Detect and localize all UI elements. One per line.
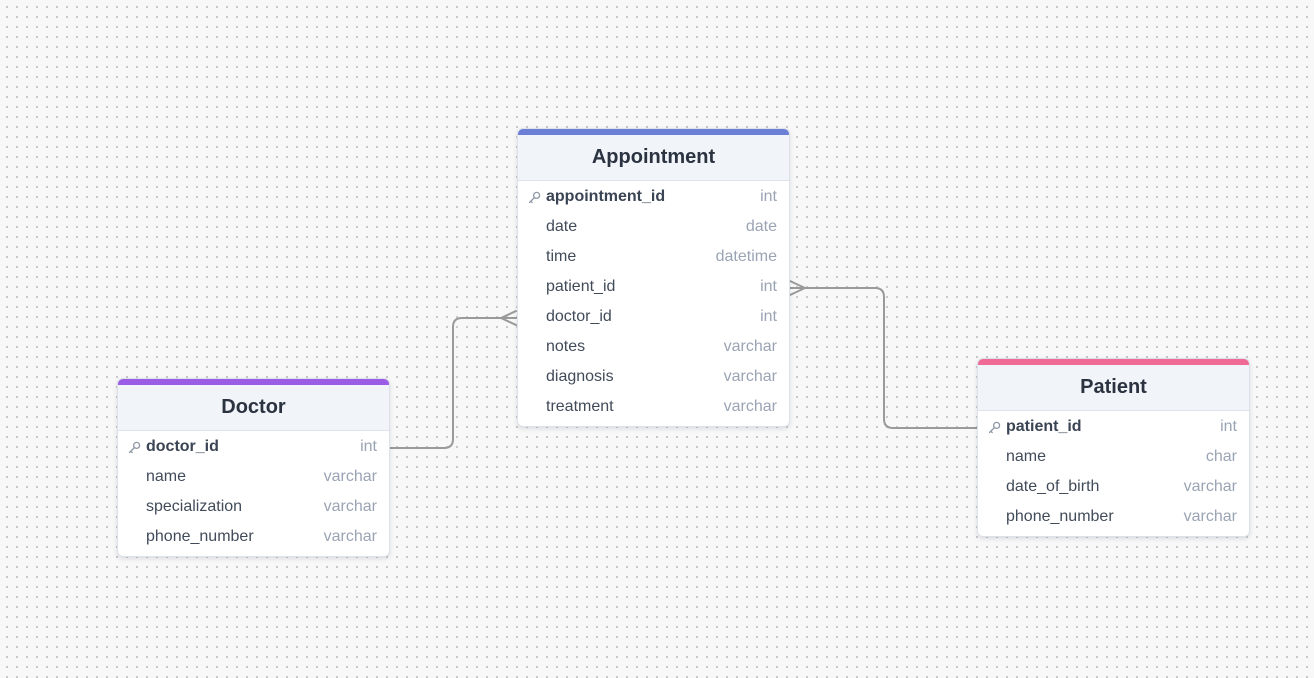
key-icon (128, 441, 146, 454)
doctor-field-doctor-id[interactable]: doctor_id int (118, 432, 389, 462)
connector-patient-appointment[interactable] (789, 287, 978, 429)
appointment-field-notes[interactable]: notes varchar (518, 332, 789, 362)
patient-table[interactable]: Patient patient_id int name char date_of_bir… (977, 358, 1250, 537)
connector-doctor-appointment[interactable] (388, 317, 517, 449)
doctor-table-title: Doctor (221, 396, 286, 418)
patient-table-accent (978, 359, 1249, 365)
doctor-field-list: doctor_id int name varchar specialization var… (118, 431, 389, 556)
patient-field-phone-number[interactable]: phone_number varchar (978, 502, 1249, 532)
field-name: doctor_id (146, 438, 219, 455)
appointment-field-patient-id[interactable]: patient_id int (518, 272, 789, 302)
doctor-field-name[interactable]: name varchar (118, 462, 389, 492)
field-type: int (1220, 418, 1237, 435)
field-name: patient_id (546, 278, 616, 295)
field-name: name (146, 468, 187, 485)
field-type: char (1205, 448, 1237, 465)
field-type: varchar (1183, 478, 1237, 495)
field-type: varchar (723, 398, 777, 415)
field-type: int (760, 188, 777, 205)
field-name: date (546, 218, 578, 235)
field-type: varchar (323, 528, 377, 545)
appointment-table-title: Appointment (591, 146, 716, 168)
field-name: doctor_id (546, 308, 612, 325)
field-type: varchar (323, 468, 377, 485)
doctor-field-phone-number[interactable]: phone_number varchar (118, 522, 389, 552)
appointment-field-appointment-id[interactable]: appointment_id int (518, 182, 789, 212)
field-type: datetime (715, 248, 777, 265)
field-type: varchar (323, 498, 377, 515)
field-name: phone_number (146, 528, 254, 545)
field-type: date (745, 218, 777, 235)
field-type: varchar (1183, 508, 1237, 525)
field-type: varchar (723, 368, 777, 385)
appointment-field-time[interactable]: time datetime (518, 242, 789, 272)
field-name: notes (546, 338, 586, 355)
key-icon (528, 191, 546, 204)
appointment-field-date[interactable]: date date (518, 212, 789, 242)
appointment-field-treatment[interactable]: treatment varchar (518, 392, 789, 422)
field-name: patient_id (1006, 418, 1082, 435)
field-name: specialization (146, 498, 243, 515)
field-name: time (546, 248, 577, 265)
doctor-table-header[interactable]: Doctor (118, 385, 389, 431)
field-name: diagnosis (546, 368, 614, 385)
appointment-table-header[interactable]: Appointment (518, 135, 789, 181)
field-type: varchar (723, 338, 777, 355)
patient-table-title: Patient (1080, 376, 1147, 398)
crowfoot-patient-appointment (789, 280, 806, 296)
patient-field-date-of-birth[interactable]: date_of_birth varchar (978, 472, 1249, 502)
appointment-table-accent (518, 129, 789, 135)
crowfoot-doctor-appointment (500, 310, 517, 326)
patient-table-header[interactable]: Patient (978, 365, 1249, 411)
field-type: int (760, 278, 777, 295)
doctor-table-accent (118, 379, 389, 385)
field-name: date_of_birth (1006, 478, 1100, 495)
key-icon (988, 421, 1006, 434)
field-name: name (1006, 448, 1047, 465)
field-type: int (360, 438, 377, 455)
field-type: int (760, 308, 777, 325)
appointment-field-diagnosis[interactable]: diagnosis varchar (518, 362, 789, 392)
field-name: appointment_id (546, 188, 666, 205)
patient-field-name[interactable]: name char (978, 442, 1249, 472)
patient-field-patient-id[interactable]: patient_id int (978, 412, 1249, 442)
field-name: phone_number (1006, 508, 1114, 525)
field-name: treatment (546, 398, 614, 415)
appointment-field-doctor-id[interactable]: doctor_id int (518, 302, 789, 332)
doctor-field-specialization[interactable]: specialization varchar (118, 492, 389, 522)
